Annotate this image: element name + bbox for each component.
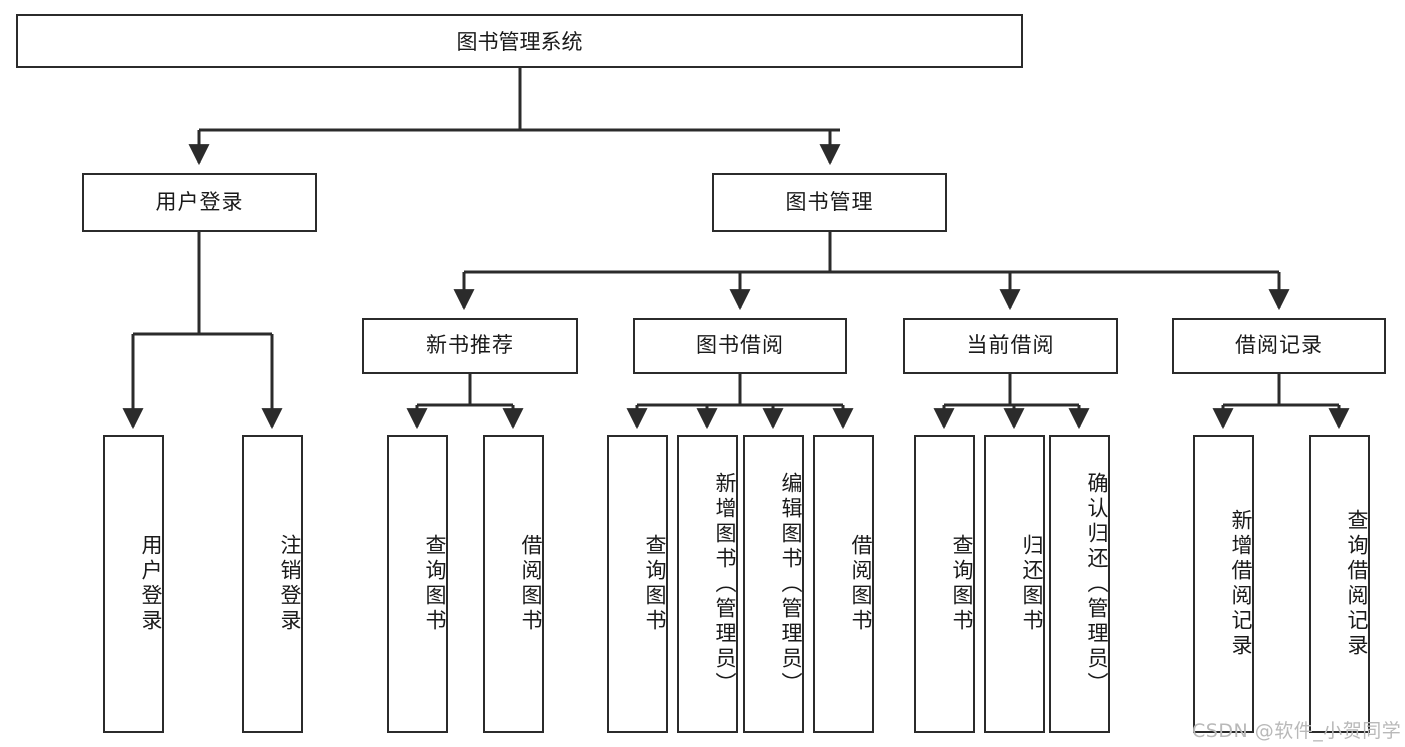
leaf-current-query-book[interactable]: 查询图书 — [914, 435, 975, 733]
node-new-book-recommend[interactable]: 新书推荐 — [362, 318, 578, 374]
leaf-logout[interactable]: 注销登录 — [242, 435, 303, 733]
leaf-new-book-borrow[interactable]: 借阅图书 — [483, 435, 544, 733]
leaf-current-query-book-label: 查询图书 — [950, 534, 974, 634]
leaf-user-login-label: 用户登录 — [139, 534, 163, 634]
leaf-add-borrow-record-label: 新增借阅记录 — [1229, 509, 1253, 659]
leaf-borrow-query-book[interactable]: 查询图书 — [607, 435, 668, 733]
node-book-borrow-label: 图书借阅 — [696, 333, 784, 358]
leaf-borrow-query-book-label: 查询图书 — [643, 534, 667, 634]
node-book-management-label: 图书管理 — [785, 189, 874, 214]
leaf-query-borrow-record[interactable]: 查询借阅记录 — [1309, 435, 1370, 733]
node-user-login-label: 用户登录 — [155, 189, 244, 214]
node-user-login[interactable]: 用户登录 — [82, 173, 317, 232]
leaf-borrow-book-label: 借阅图书 — [849, 534, 873, 634]
leaf-new-book-query[interactable]: 查询图书 — [387, 435, 448, 733]
leaf-edit-book-admin-label: 编辑图书（管理员） — [779, 471, 803, 697]
node-current-borrow[interactable]: 当前借阅 — [903, 318, 1118, 374]
node-book-management[interactable]: 图书管理 — [712, 173, 947, 232]
leaf-query-borrow-record-label: 查询借阅记录 — [1345, 509, 1369, 659]
node-new-book-recommend-label: 新书推荐 — [426, 333, 514, 358]
node-borrow-record[interactable]: 借阅记录 — [1172, 318, 1386, 374]
leaf-borrow-book[interactable]: 借阅图书 — [813, 435, 874, 733]
leaf-add-borrow-record[interactable]: 新增借阅记录 — [1193, 435, 1254, 733]
leaf-confirm-return-admin-label: 确认归还（管理员） — [1085, 471, 1109, 697]
leaf-new-book-query-label: 查询图书 — [423, 534, 447, 634]
node-current-borrow-label: 当前借阅 — [966, 333, 1055, 358]
leaf-user-login[interactable]: 用户登录 — [103, 435, 164, 733]
leaf-return-book[interactable]: 归还图书 — [984, 435, 1045, 733]
node-book-borrow[interactable]: 图书借阅 — [633, 318, 847, 374]
node-borrow-record-label: 借阅记录 — [1235, 333, 1323, 358]
leaf-new-book-borrow-label: 借阅图书 — [519, 534, 543, 634]
leaf-edit-book-admin[interactable]: 编辑图书（管理员） — [743, 435, 804, 733]
leaf-add-book-admin[interactable]: 新增图书（管理员） — [677, 435, 738, 733]
leaf-add-book-admin-label: 新增图书（管理员） — [713, 471, 737, 697]
leaf-return-book-label: 归还图书 — [1020, 534, 1044, 634]
leaf-logout-label: 注销登录 — [278, 534, 302, 634]
node-root-label: 图书管理系统 — [456, 30, 583, 54]
leaf-confirm-return-admin[interactable]: 确认归还（管理员） — [1049, 435, 1110, 733]
csdn-watermark: CSDN @软件_小贺同学 — [1192, 720, 1402, 742]
node-root[interactable]: 图书管理系统 — [16, 14, 1023, 68]
